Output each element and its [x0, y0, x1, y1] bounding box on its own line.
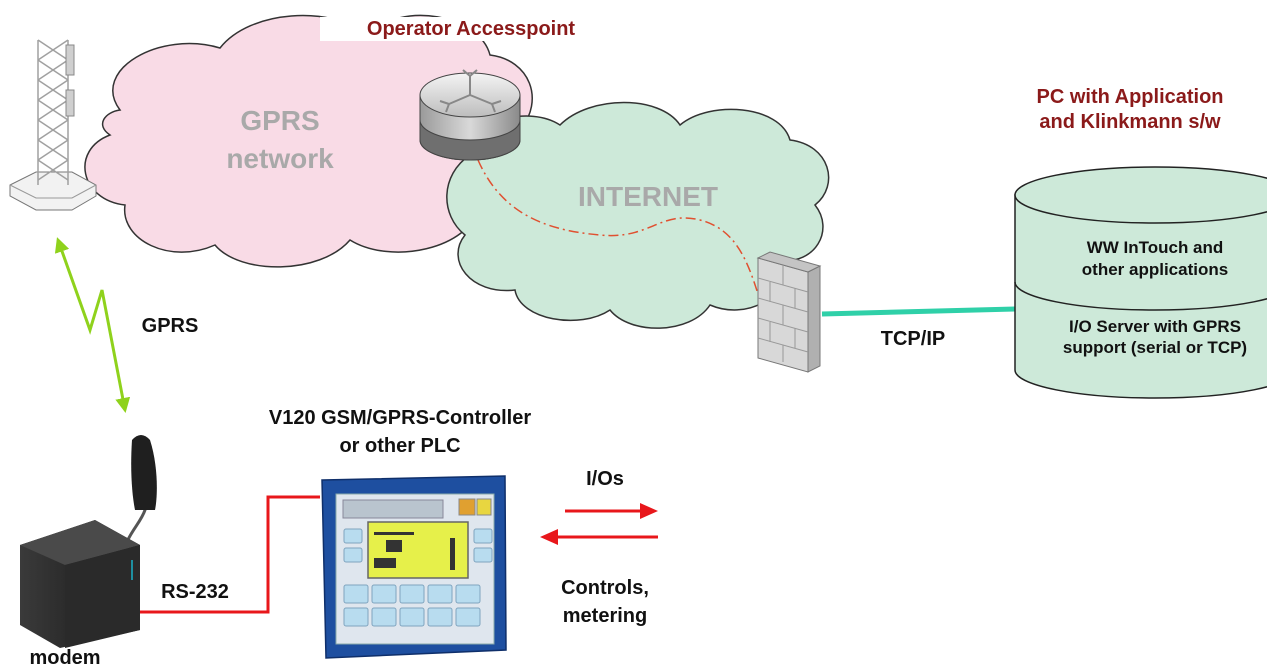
ios-arrow: [565, 503, 658, 519]
gprs-link-arrow: [54, 237, 131, 413]
ww-intouch-label-line2: other applications: [1081, 260, 1229, 279]
controls-arrow: [540, 529, 658, 545]
gprs-network-label-line2: network: [226, 143, 334, 174]
ww-intouch-label-line1: WW InTouch and: [1086, 238, 1224, 257]
controls-label-line1: Controls,: [561, 577, 649, 599]
pc-application-label-line1: PC with Application: [1036, 86, 1224, 108]
internet-route-line: [477, 159, 761, 301]
internet-label: INTERNET: [578, 181, 718, 212]
gprs-link-label: GPRS: [141, 315, 199, 337]
controls-label-line2: metering: [562, 605, 648, 627]
ios-label: I/Os: [586, 468, 624, 490]
io-server-label-line1: I/O Server with GPRS: [1069, 317, 1241, 336]
rs232-link-line: [118, 495, 320, 614]
operator-accesspoint-label: Operator Accesspoint: [320, 17, 622, 41]
plc-controller-icon: [321, 475, 507, 659]
rs232-label: RS-232: [161, 581, 229, 603]
gsm-modem-icon: [20, 435, 157, 648]
database-cylinder-icon: [1014, 166, 1267, 399]
io-server-label-line2: support (serial or TCP): [1062, 338, 1248, 357]
tcpip-link-line: [821, 306, 1016, 317]
pc-application-label-line2: and Klinkmann s/w: [1039, 111, 1221, 133]
antenna-tower-icon: [9, 39, 97, 211]
firewall-icon: [756, 251, 822, 373]
controller-label-line1: V120 GSM/GPRS-Controller: [268, 407, 532, 429]
router-icon: [419, 69, 521, 161]
controller-label-line2: or other PLC: [339, 435, 461, 457]
gprs-network-label-line1: GPRS: [240, 105, 320, 136]
modem-label: modem: [29, 647, 101, 669]
tcpip-label: TCP/IP: [880, 328, 946, 350]
